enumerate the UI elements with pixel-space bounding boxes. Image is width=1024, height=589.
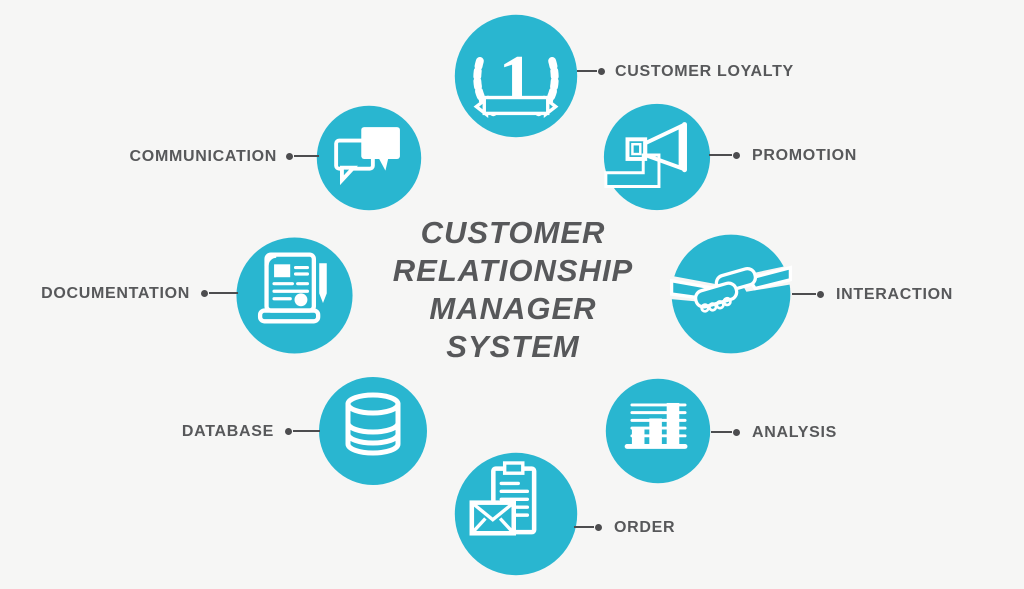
connector-line — [711, 431, 732, 433]
label-communication: COMMUNICATION — [129, 148, 277, 165]
megaphone-icon — [603, 103, 711, 211]
node-interaction — [662, 228, 800, 360]
connector-dot — [595, 523, 602, 531]
node-communication — [311, 100, 427, 216]
connector-order — [574, 523, 602, 531]
connector-customer-loyalty — [577, 67, 605, 75]
node-analysis — [600, 373, 716, 489]
bar-chart-icon — [605, 378, 711, 484]
connector-dot — [598, 67, 605, 75]
connector-database — [285, 427, 320, 435]
connector-dot — [285, 427, 292, 435]
connector-line — [294, 155, 319, 157]
label-promotion: PROMOTION — [752, 147, 857, 164]
connector-dot — [286, 152, 293, 160]
clipboard-envelope-icon — [454, 452, 578, 576]
connector-analysis — [711, 428, 740, 436]
handshake-icon — [662, 234, 800, 354]
node-customer-loyalty: 1 — [448, 8, 584, 144]
connector-line — [792, 293, 816, 295]
connector-interaction — [792, 290, 824, 298]
connector-line — [709, 154, 732, 156]
connector-dot — [201, 289, 208, 297]
connector-communication — [286, 152, 319, 160]
connector-dot — [817, 290, 824, 298]
node-documentation — [230, 231, 359, 360]
connector-documentation — [201, 289, 238, 297]
label-customer-loyalty: CUSTOMER LOYALTY — [615, 63, 794, 80]
connector-line — [577, 70, 597, 72]
connector-dot — [733, 428, 740, 436]
number-one-laurel-icon: 1 — [454, 14, 578, 138]
label-database: DATABASE — [181, 423, 274, 440]
label-documentation: DOCUMENTATION — [41, 285, 190, 302]
label-order: ORDER — [614, 519, 676, 536]
connector-dot — [733, 151, 740, 159]
node-promotion — [598, 98, 716, 216]
chat-bubbles-icon — [316, 105, 422, 211]
connector-promotion — [709, 151, 740, 159]
node-order — [448, 446, 584, 582]
connector-line — [574, 526, 594, 528]
label-interaction: INTERACTION — [836, 286, 954, 303]
scroll-pen-icon — [236, 237, 353, 354]
database-icon — [319, 377, 427, 485]
connector-line — [209, 292, 238, 294]
node-database — [313, 371, 433, 491]
connector-line — [293, 430, 320, 432]
label-analysis: ANALYSIS — [752, 424, 838, 441]
page-title: CUSTOMER RELATIONSHIP MANAGER SYSTEM — [392, 215, 634, 364]
